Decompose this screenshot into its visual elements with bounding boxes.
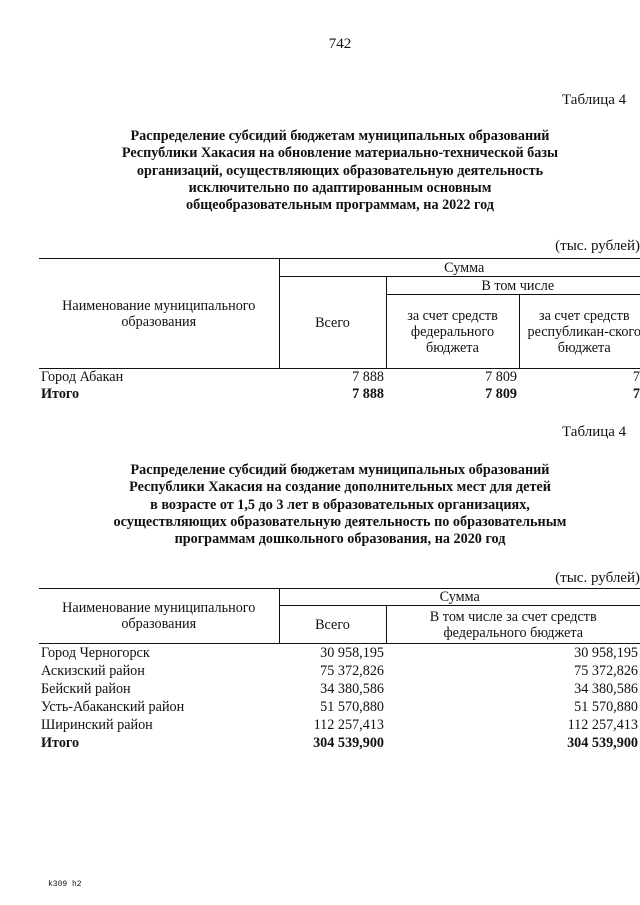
table2-title-line: программам дошкольного образования, на 2…: [174, 531, 506, 548]
table1-title: Распределение субсидий бюджетам муниципа…: [40, 128, 640, 214]
table2-row-name: Бейский район: [41, 680, 131, 697]
table1-header-federal: за счет средств федерального бюджета: [385, 294, 519, 369]
table1-header-including: В том числе: [385, 276, 640, 295]
table1-title-line: Распределение субсидий бюджетам муниципа…: [130, 128, 550, 144]
table2-row-name: Аскизский район: [41, 662, 145, 679]
table1-title-line: Республики Хакасия на обновление материа…: [121, 145, 559, 162]
table1-header-republican: за счет средств республикан-ского бюджет…: [518, 294, 640, 369]
table2-total-total: 304 539,900: [313, 734, 384, 751]
table2: Наименование муниципального образования …: [39, 588, 640, 752]
table2-units: (тыс. рублей): [555, 570, 640, 586]
table2-title-line: Распределение субсидий бюджетам муниципа…: [130, 462, 550, 478]
table2-row-total: 112 257,413: [313, 716, 384, 733]
table2-row-name: Усть-Абаканский район: [41, 698, 185, 715]
table1-total-federal: 7 809: [485, 386, 517, 402]
table-row: Бейский район 34 380,586 34 380,586: [39, 680, 640, 698]
table-row: Аскизский район 75 372,826 75 372,826: [39, 662, 640, 680]
table-row: Ширинский район 112 257,413 112 257,413: [39, 716, 640, 734]
table2-title-line: в возрасте от 1,5 до 3 лет в образовател…: [150, 496, 530, 513]
table1-caption: Таблица 4: [562, 92, 627, 108]
table2-row-name: Ширинский район: [41, 716, 153, 733]
table1-row-federal: 7 809: [485, 369, 517, 386]
table2-row-total: 30 958,195: [320, 644, 384, 661]
table2-header-federal: В том числе за счет средств федерального…: [385, 605, 640, 644]
table1-title-line: исключительно по адаптированным основным: [188, 179, 492, 196]
table2-row-total: 34 380,586: [320, 680, 384, 697]
table1-total-total: 7 888: [352, 386, 384, 402]
table-total-row: Итого 7 888 7 809 79: [39, 386, 640, 403]
table2-row-federal: 34 380,586: [574, 680, 638, 697]
footer-code: k309 h2: [48, 880, 82, 889]
table1-row-republican: 79: [632, 369, 640, 386]
table2-row-federal: 75 372,826: [574, 662, 638, 679]
table2-row-name: Город Черногорск: [41, 644, 150, 661]
table1-row-total: 7 888: [352, 369, 384, 386]
table1-total-name: Итого: [41, 386, 80, 402]
table2-header-name: Наименование муниципального образования: [39, 588, 279, 644]
table1-header-total: Всего: [278, 276, 386, 369]
table2-row-federal: 30 958,195: [574, 644, 638, 661]
table2-caption: Таблица 4: [562, 424, 627, 440]
table-row: Усть-Абаканский район 51 570,880 51 570,…: [39, 698, 640, 716]
table2-total-federal: 304 539,900: [567, 734, 638, 751]
table1-header-name: Наименование муниципального образования: [39, 258, 279, 369]
table-row: Город Абакан 7 888 7 809 79: [39, 369, 640, 386]
table-row: Город Черногорск 30 958,195 30 958,195: [39, 644, 640, 662]
table2-row-total: 51 570,880: [320, 698, 384, 715]
table2-header-sum: Сумма: [278, 588, 640, 606]
table1-total-republican: 79: [632, 386, 640, 402]
table1-units: (тыс. рублей): [555, 238, 640, 254]
table2-header-total: Всего: [278, 605, 386, 644]
table1: Наименование муниципального образования …: [39, 258, 640, 403]
table2-row-total: 75 372,826: [320, 662, 384, 679]
table1-header-sum: Сумма: [278, 258, 640, 277]
table1-title-line: общеобразовательным программам, на 2022 …: [186, 197, 494, 214]
table-total-row: Итого 304 539,900 304 539,900: [39, 734, 640, 752]
table2-title: Распределение субсидий бюджетам муниципа…: [40, 462, 640, 548]
table2-title-line: осуществляющих образовательную деятельно…: [113, 513, 567, 530]
table1-title-line: организаций, осуществляющих образователь…: [136, 162, 544, 179]
table2-row-federal: 112 257,413: [567, 716, 638, 733]
table2-title-line: Республики Хакасия на создание дополните…: [129, 479, 551, 496]
table1-row-name: Город Абакан: [41, 369, 124, 386]
page-number: 742: [328, 36, 352, 52]
table2-total-name: Итого: [41, 734, 80, 751]
table2-row-federal: 51 570,880: [574, 698, 638, 715]
